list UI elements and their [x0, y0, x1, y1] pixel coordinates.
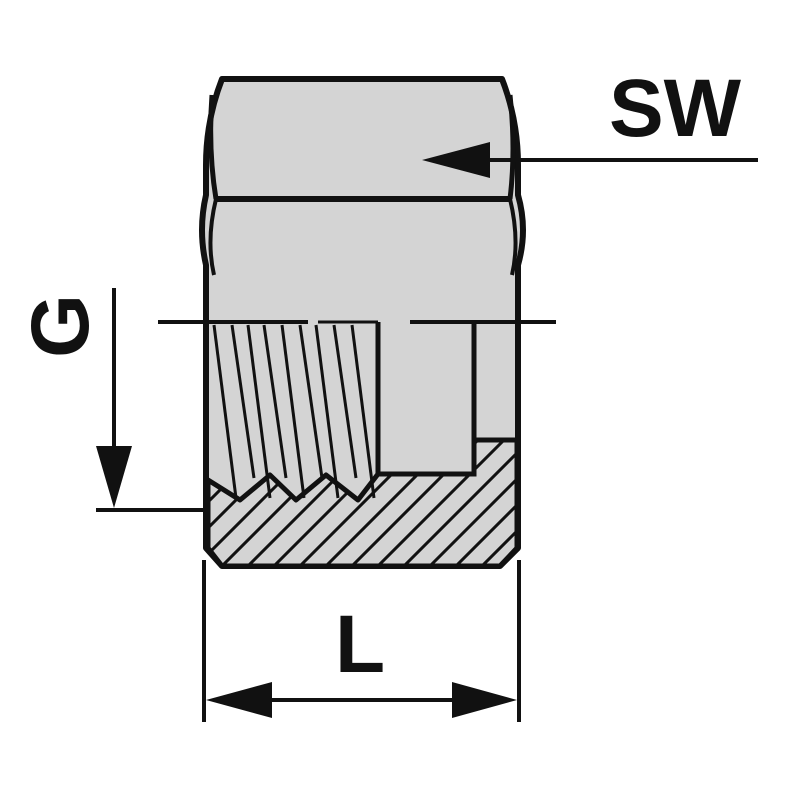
sw-arrowhead: [422, 142, 490, 178]
hatch-line: [466, 440, 517, 566]
label-l: L: [335, 599, 385, 690]
label-sw: SW: [609, 63, 742, 154]
hatch-line: [362, 440, 516, 566]
l-arrowhead-right: [452, 682, 517, 718]
thread-flank-line: [314, 324, 340, 499]
bore-shoulder: [378, 322, 477, 477]
thread-flank-line: [298, 324, 324, 479]
thread-flank-line: [280, 324, 306, 499]
l-arrowhead-left: [206, 682, 272, 718]
thread-flank-line: [350, 324, 376, 499]
hatch-line: [440, 440, 517, 566]
hatch-line: [414, 440, 517, 566]
hatch-line: [520, 430, 670, 580]
hex-edge-left-lower: [208, 198, 218, 276]
thread-flank-line: [212, 324, 238, 499]
thread-flank-line: [262, 324, 288, 479]
g-arrowhead: [96, 446, 132, 508]
thread-lines: [212, 324, 376, 499]
hatch-line: [572, 430, 722, 580]
hex-edge-right-lower: [508, 198, 518, 276]
thread-flank-line: [230, 324, 256, 479]
hex-edge-left: [208, 94, 219, 200]
thread-flank-line: [332, 324, 358, 479]
label-g: G: [15, 294, 106, 358]
hex-edge-right: [507, 94, 516, 200]
hatch-line: [546, 430, 696, 580]
thread-flank-line: [246, 324, 272, 499]
hatch-line: [598, 430, 748, 580]
